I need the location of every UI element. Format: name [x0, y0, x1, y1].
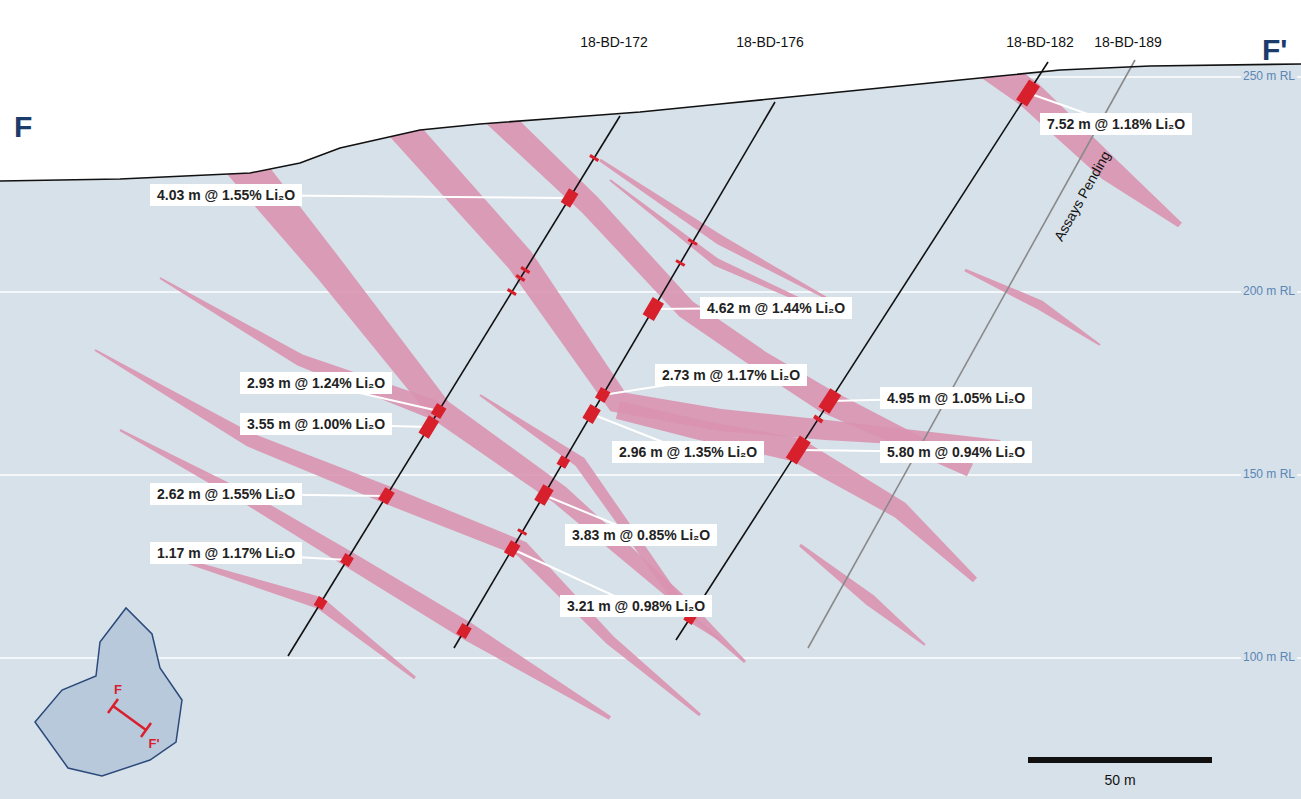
- intercept-marker: [824, 392, 836, 410]
- pegmatite-vein: [159, 277, 443, 421]
- intercept-marker: [461, 626, 467, 636]
- intercept-marker: [593, 157, 595, 160]
- hole-name: 18-BD-189: [1094, 34, 1162, 50]
- intercept-text: 4.95 m @ 1.05% Li₂O: [887, 390, 1025, 406]
- intercept-marker: [791, 439, 805, 461]
- intercept-marker: [600, 390, 606, 400]
- intercept-text: 4.03 m @ 1.55% Li₂O: [157, 187, 295, 203]
- pegmatite-vein: [964, 269, 1100, 346]
- intercept-marker: [509, 543, 516, 555]
- intercept-label: 4.95 m @ 1.05% Li₂O: [880, 387, 1032, 409]
- elevation-label: 250 m RL: [1241, 70, 1297, 84]
- intercept-text: 2.62 m @ 1.55% Li₂O: [157, 486, 295, 502]
- section-line: [113, 706, 146, 730]
- elevation-label: 150 m RL: [1241, 468, 1297, 482]
- intercept-marker: [648, 300, 658, 317]
- scale-bar: [1028, 757, 1212, 763]
- elevation-line: [0, 657, 1301, 659]
- intercept-marker: [318, 599, 323, 608]
- elevation-line: [0, 76, 1301, 78]
- intercept-marker: [539, 487, 548, 503]
- pegmatite-vein: [150, 549, 416, 679]
- intercept-label: 3.83 m @ 0.85% Li₂O: [565, 524, 717, 546]
- intercept-text: 2.96 m @ 1.35% Li₂O: [619, 444, 757, 460]
- location-map: [35, 608, 182, 776]
- section-tick: [141, 723, 151, 737]
- intercept-marker: [383, 490, 390, 502]
- intercept-text: 3.83 m @ 0.85% Li₂O: [572, 527, 710, 543]
- intercept-marker: [588, 407, 596, 421]
- intercept-marker: [680, 262, 682, 265]
- intercept-text: 3.21 m @ 0.98% Li₂O: [567, 598, 705, 614]
- drill-hole: [676, 62, 1048, 640]
- intercept-marker: [1022, 83, 1035, 103]
- drill-hole: [808, 60, 1135, 648]
- pegmatite-vein: [616, 401, 977, 582]
- section-end: F: [14, 110, 32, 145]
- hole-name: 18-BD-182: [1006, 34, 1074, 50]
- intercept-marker: [521, 531, 523, 534]
- intercept-text: 4.62 m @ 1.44% Li₂O: [707, 300, 845, 316]
- intercept-label: 2.62 m @ 1.55% Li₂O: [150, 483, 302, 505]
- intercept-label: 2.93 m @ 1.24% Li₂O: [240, 372, 392, 394]
- intercept-marker: [692, 241, 694, 244]
- section-end: F': [1262, 33, 1287, 68]
- intercept-marker: [561, 458, 566, 467]
- intercept-marker: [520, 277, 522, 280]
- pegmatite-vein: [120, 429, 612, 720]
- intercept-label: 2.73 m @ 1.17% Li₂O: [655, 364, 807, 386]
- elevation-label: 200 m RL: [1241, 285, 1297, 299]
- elevation-label: 100 m RL: [1241, 651, 1297, 665]
- intercept-text: 7.52 m @ 1.18% Li₂O: [1047, 116, 1185, 132]
- intercept-text: 1.17 m @ 1.17% Li₂O: [157, 545, 295, 561]
- intercept-label: 1.17 m @ 1.17% Li₂O: [150, 542, 302, 564]
- intercept-marker: [435, 406, 441, 416]
- inset-label: F: [114, 683, 122, 698]
- intercept-text: 2.73 m @ 1.17% Li₂O: [662, 367, 800, 383]
- intercept-label: 5.80 m @ 0.94% Li₂O: [880, 441, 1032, 463]
- intercept-marker: [344, 556, 349, 565]
- pegmatite-vein: [471, 91, 973, 477]
- intercept-label: 4.62 m @ 1.44% Li₂O: [700, 297, 852, 319]
- intercept-marker: [424, 418, 434, 435]
- pegmatite-vein: [599, 159, 830, 301]
- intercept-text: 5.80 m @ 0.94% Li₂O: [887, 444, 1025, 460]
- intercept-label: 3.21 m @ 0.98% Li₂O: [560, 595, 712, 617]
- scale-label: 50 m: [1104, 772, 1135, 788]
- intercept-text: 2.93 m @ 1.24% Li₂O: [247, 375, 385, 391]
- pegmatite-vein: [479, 394, 720, 641]
- section-tick: [108, 699, 118, 713]
- intercept-label: 2.96 m @ 1.35% Li₂O: [612, 441, 764, 463]
- intercept-label: 7.52 m @ 1.18% Li₂O: [1040, 113, 1192, 135]
- hole-name: 18-BD-176: [736, 34, 804, 50]
- intercept-label: 3.55 m @ 1.00% Li₂O: [240, 413, 392, 435]
- elevation-line: [0, 291, 1301, 293]
- intercept-marker: [817, 417, 819, 420]
- inset-label: F': [148, 737, 159, 752]
- intercept-label: 4.03 m @ 1.55% Li₂O: [150, 184, 302, 206]
- intercept-text: 3.55 m @ 1.00% Li₂O: [247, 416, 385, 432]
- intercept-marker: [565, 191, 573, 205]
- hole-name: 18-BD-172: [580, 34, 648, 50]
- intercept-marker: [511, 291, 513, 294]
- intercept-marker: [525, 269, 527, 272]
